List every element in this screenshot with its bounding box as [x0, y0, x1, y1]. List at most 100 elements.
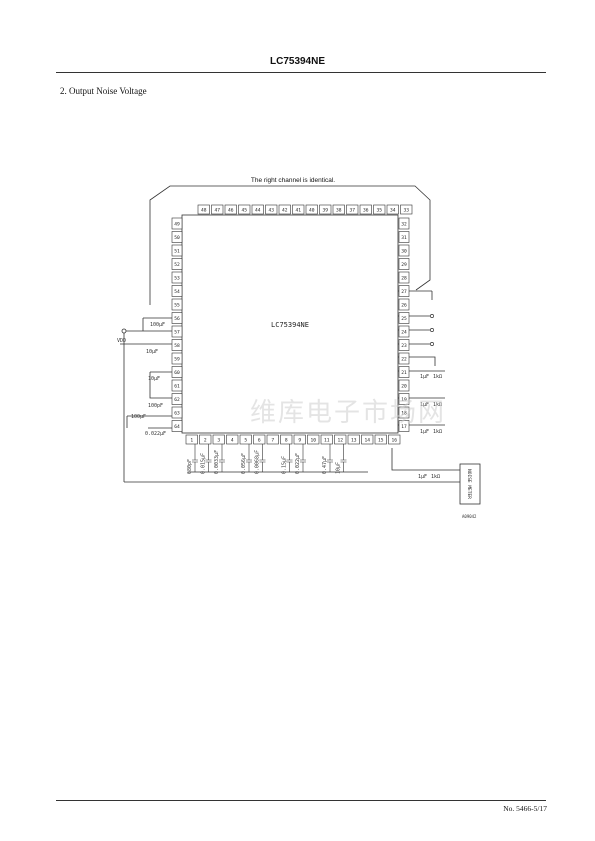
pin-49-label: 49: [174, 221, 180, 227]
pin-45: [238, 204, 251, 215]
pin-64-label: 64: [174, 424, 180, 430]
terminal-24: [430, 328, 434, 332]
rc-cap-label-0: 1µF: [420, 374, 429, 380]
pin-3: [212, 434, 225, 445]
bottom-cap-label: 0.056µF: [241, 453, 247, 474]
pin-45-label: 45: [241, 207, 247, 213]
figure-code: A09042: [462, 514, 477, 519]
pin-6: [253, 434, 266, 445]
pin-35: [373, 204, 386, 215]
pin-55: [171, 298, 183, 311]
pin-15: [374, 434, 387, 445]
out-res-label: 1kΩ: [431, 474, 440, 480]
pin-22-label: 22: [401, 356, 407, 362]
pin-3-label: 3: [217, 437, 220, 443]
pin-31-label: 31: [401, 235, 407, 241]
ic-label: LC75394NE: [271, 321, 309, 329]
pin-56: [171, 312, 183, 324]
diagram-note: The right channel is identical.: [251, 177, 335, 184]
pin-60-label: 60: [174, 370, 180, 376]
pin-55-label: 55: [174, 302, 180, 308]
noise-meter-box: [459, 463, 481, 505]
pin-40-label: 40: [309, 207, 315, 213]
terminal-25: [430, 314, 434, 318]
pin-46: [224, 204, 237, 215]
pin-33: [400, 204, 413, 215]
pin-61-label: 61: [174, 383, 180, 389]
pin-15-label: 15: [378, 437, 384, 443]
pin-57-label: 57: [174, 329, 180, 335]
pin-24-label: 24: [401, 329, 407, 335]
pin-11-label: 11: [324, 437, 330, 443]
pin-38: [332, 204, 345, 215]
pin-11: [320, 434, 333, 445]
header-rule: [56, 72, 546, 73]
pin-29: [398, 258, 410, 270]
pin-17: [398, 420, 410, 432]
pin-7-label: 7: [271, 437, 274, 443]
pin-37: [346, 204, 359, 215]
cap-label-pin63: 100µF: [131, 414, 146, 420]
pin-52: [171, 258, 183, 270]
bottom-capacitor: [327, 444, 333, 472]
pin-42: [278, 204, 291, 215]
pin-18-label: 18: [401, 410, 407, 416]
pin-59-label: 59: [174, 356, 180, 362]
pin-14-label: 14: [364, 437, 370, 443]
pin-4-label: 4: [231, 437, 234, 443]
pin-60: [171, 366, 183, 378]
pin-39-label: 39: [322, 207, 328, 213]
pin-18: [398, 406, 410, 419]
pin-27-label: 27: [401, 289, 407, 295]
pin-14: [361, 434, 374, 445]
bottom-capacitor: [192, 444, 198, 472]
pin-36-label: 36: [363, 207, 369, 213]
pin-16: [388, 434, 401, 445]
pin-63-label: 63: [174, 410, 180, 416]
pin-23: [398, 339, 410, 351]
bottom-capacitor: [340, 444, 347, 472]
rc-cap-label-2: 1µF: [420, 429, 429, 435]
pin-29-label: 29: [401, 262, 407, 268]
pin-35-label: 35: [376, 207, 382, 213]
pin-5-label: 5: [244, 437, 247, 443]
pin-10-label: 10: [310, 437, 316, 443]
bottom-capacitor: [205, 444, 212, 472]
page-number: No. 5466-5/17: [503, 804, 547, 813]
vdd-label: VDD: [117, 338, 126, 344]
out-cap-label: 1µF: [418, 474, 427, 480]
pin-58: [171, 339, 183, 351]
pin-13-label: 13: [351, 437, 357, 443]
noise-meter-label: NOISE METER: [466, 469, 472, 499]
pin-42-label: 42: [282, 207, 288, 213]
pin-20: [398, 379, 410, 392]
bottom-cap-label: 0.015µF: [201, 453, 207, 474]
pin-25: [398, 312, 410, 324]
rc-res-label-0: 1kΩ: [433, 374, 442, 380]
cap-label-pin58: 10µF: [146, 349, 158, 355]
pin-28: [398, 271, 410, 284]
page-header-title: LC75394NE: [269, 56, 326, 67]
cap-label-pin56: 100µF: [150, 322, 165, 328]
pin-61: [171, 379, 183, 392]
pin-47-label: 47: [214, 207, 220, 213]
pin-1: [185, 434, 198, 445]
pin-10: [307, 434, 320, 445]
pin-52-label: 52: [174, 262, 180, 268]
pin-58-label: 58: [174, 343, 180, 349]
bottom-capacitor: [219, 444, 225, 472]
vdd-terminal: [121, 328, 127, 334]
pin-54-label: 54: [174, 289, 180, 295]
pin-4: [226, 434, 239, 445]
pin-31: [398, 231, 410, 243]
bottom-cap-label: 10µF: [336, 462, 342, 474]
pin-41: [292, 204, 305, 215]
pin-32-label: 32: [401, 221, 407, 227]
pin-51: [171, 244, 183, 257]
pin-20-label: 20: [401, 383, 407, 389]
cap-label-pin60: 10µF: [148, 376, 160, 382]
pin-21-label: 21: [401, 370, 407, 376]
pin-2-label: 2: [204, 437, 207, 443]
pin-38-label: 38: [336, 207, 342, 213]
pin-8: [280, 434, 293, 445]
